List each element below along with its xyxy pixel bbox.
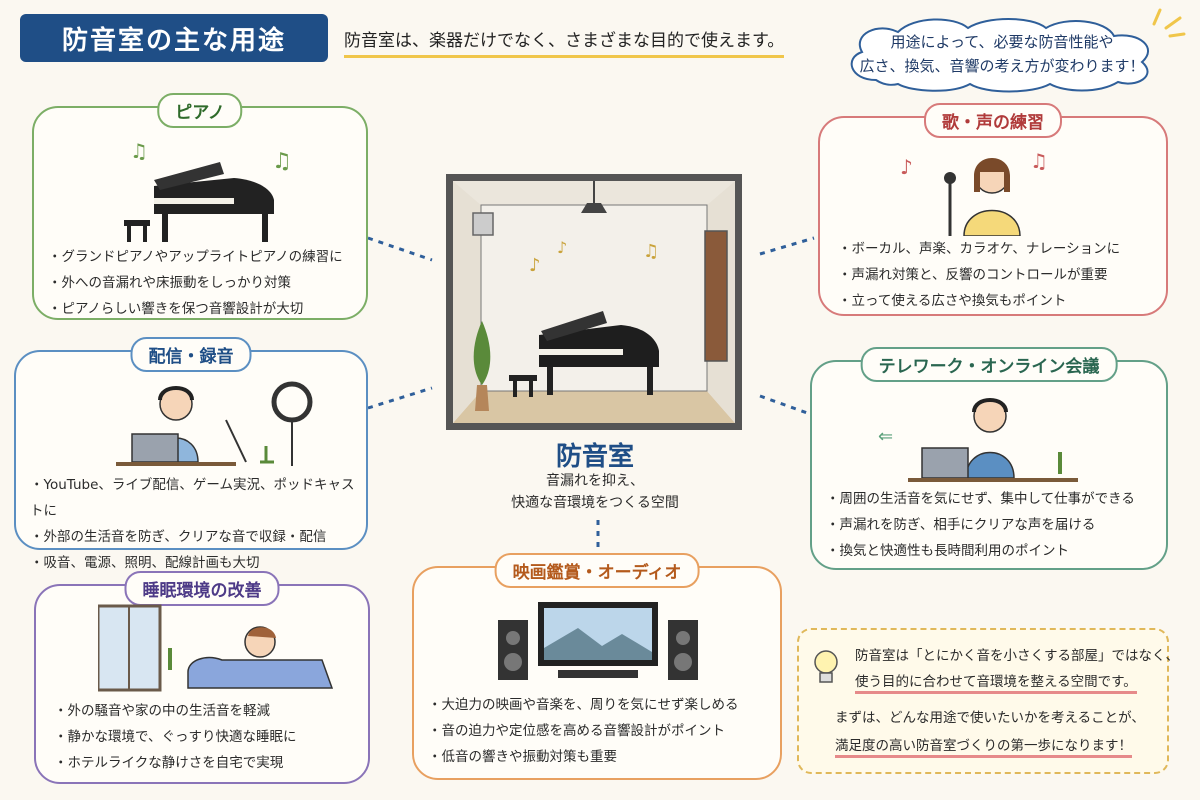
page-subtitle: 防音室は、楽器だけでなく、さまざまな目的で使えます。	[344, 26, 785, 58]
list-item: ホテルライクな静けさを自宅で実現	[54, 750, 296, 776]
list-item: グランドピアノやアップライトピアノの練習に	[48, 244, 343, 270]
list-item: YouTube、ライブ配信、ゲーム実況、ポッドキャストに	[30, 472, 366, 524]
sparkle-icon	[1152, 8, 1186, 38]
music-note-icon: ♪	[529, 255, 541, 276]
note-box: 防音室は「とにかく音を小さくする部屋」ではなく、 使う目的に合わせて音環境を整え…	[797, 628, 1179, 774]
music-note-icon: ♫	[272, 149, 292, 174]
plant-icon	[475, 385, 489, 411]
microphone-icon: ♪ ♫	[900, 149, 1048, 236]
page-title: 防音室の主な用途	[20, 14, 328, 62]
headset-icon	[972, 398, 1008, 413]
list-item: 声漏れを防ぎ、相手にクリアな声を届ける	[826, 512, 1135, 538]
music-note-icon: ♫	[643, 241, 659, 262]
list-item: 外の騒音や家の中の生活音を軽減	[54, 698, 296, 724]
card-voice: 歌・声の練習 ♪ ♫ ボーカル、声楽、カラオケ、ナレーションに 声漏れ対策と、反…	[818, 103, 1168, 316]
piano-icon: ♫ ♫	[124, 139, 292, 242]
piano-icon	[539, 325, 659, 367]
note-highlight-1: 使う目的に合わせて音環境を整える空間です。	[855, 674, 1137, 694]
headset-icon	[158, 386, 194, 401]
card-streaming: 配信・録音 YouTube、ライブ配信、ゲーム実況、ポッドキャストに 外部の生活…	[14, 337, 368, 571]
note-line-2: 使う目的に合わせて音環境を整える空間です。	[855, 670, 1137, 694]
card-streaming-label: 配信・録音	[130, 337, 252, 372]
card-telework-label: テレワーク・オンライン会議	[860, 347, 1118, 382]
music-note-icon: ♪	[557, 238, 567, 257]
center-description: 音漏れを抑え、 快適な音環境をつくる空間	[470, 470, 720, 514]
note-line-1: 防音室は「とにかく音を小さくする部屋」ではなく、	[855, 648, 1179, 664]
card-telework-bullets: 周囲の生活音を気にせず、集中して仕事ができる 声漏れを防ぎ、相手にクリアな声を届…	[826, 486, 1135, 564]
svg-text:⇐: ⇐	[878, 426, 893, 447]
card-movie: 映画鑑賞・オーディオ 大迫力の映画や音楽を、周りを気にせず楽しめる 音の迫力や定…	[412, 553, 782, 780]
cloud-line-2: 広さ、換気、音響の考え方が変わります！	[859, 57, 1145, 75]
note-highlight-2: 満足度の高い防音室づくりの第一歩になります！	[835, 738, 1132, 758]
cloud-shape	[850, 18, 1149, 93]
list-item: 立って使える広さや換気もポイント	[838, 288, 1120, 314]
note-line-4: 満足度の高い防音室づくりの第一歩になります！	[835, 734, 1132, 758]
card-movie-label: 映画鑑賞・オーディオ	[494, 553, 700, 588]
card-piano-label: ピアノ	[157, 93, 243, 128]
card-piano-bullets: グランドピアノやアップライトピアノの練習に 外への音漏れや床振動をしっかり対策 …	[48, 244, 343, 322]
note-line-3: まずは、どんな用途で使いたいかを考えることが、	[835, 710, 1145, 726]
telework-icon: ⇐	[878, 398, 1078, 482]
card-streaming-bullets: YouTube、ライブ配信、ゲーム実況、ポッドキャストに 外部の生活音を防ぎ、ク…	[30, 472, 366, 576]
lamp-icon	[581, 203, 607, 213]
music-note-icon: ♪	[900, 155, 913, 179]
center-desc-line-1: 音漏れを抑え、	[546, 473, 644, 489]
info-cloud: 用途によって、必要な防音性能や 広さ、換気、音響の考え方が変わります！	[836, 14, 1168, 94]
list-item: 周囲の生活音を気にせず、集中して仕事ができる	[826, 486, 1135, 512]
card-telework: テレワーク・オンライン会議 ⇐ 周囲の生活音を気にせず、集中して仕事ができる 声…	[810, 347, 1168, 570]
streaming-icon	[116, 381, 313, 466]
list-item: 低音の響きや振動対策も重要	[428, 744, 739, 770]
card-voice-label: 歌・声の練習	[924, 103, 1062, 138]
list-item: 外部の生活音を防ぎ、クリアな音で収録・配信	[30, 524, 366, 550]
microphone-icon	[225, 419, 247, 463]
plant-icon	[168, 648, 172, 670]
center-desc-line-2: 快適な音環境をつくる空間	[511, 495, 679, 511]
bed-icon	[98, 604, 334, 692]
lightbulb-icon	[814, 650, 838, 683]
list-item: 換気と快適性も長時間利用のポイント	[826, 538, 1135, 564]
list-item: 大迫力の映画や音楽を、周りを気にせず楽しめる	[428, 692, 739, 718]
music-note-icon: ♫	[1030, 149, 1048, 173]
center-title: 防音室	[555, 442, 634, 472]
list-item: 外への音漏れや床振動をしっかり対策	[48, 270, 343, 296]
card-movie-bullets: 大迫力の映画や音楽を、周りを気にせず楽しめる 音の迫力や定位感を高める音響設計が…	[428, 692, 739, 770]
card-sleep-bullets: 外の騒音や家の中の生活音を軽減 静かな環境で、ぐっすり快適な睡眠に ホテルライク…	[54, 698, 297, 776]
room-interior: ♪ ♪ ♫	[453, 181, 735, 423]
music-note-icon: ♫	[130, 139, 148, 163]
soundproof-room-illustration: ♪ ♪ ♫	[446, 174, 742, 430]
list-item: ピアノらしい響きを保つ音響設計が大切	[48, 296, 343, 322]
list-item: 音の迫力や定位感を高める音響設計がポイント	[428, 718, 739, 744]
card-sleep-label: 睡眠環境の改善	[124, 571, 280, 606]
list-item: ボーカル、声楽、カラオケ、ナレーションに	[838, 236, 1121, 262]
tv-icon	[498, 602, 698, 680]
card-sleep: 睡眠環境の改善 外の騒音や家の中の生活音を軽減 静かな環境で、ぐっすり快適な睡眠…	[34, 571, 370, 784]
card-piano: ピアノ ♫ ♫ グランドピアノやアップライトピアノの練習に 外への音漏れや床振動…	[32, 93, 368, 322]
cloud-line-1: 用途によって、必要な防音性能や	[890, 33, 1114, 51]
list-item: 声漏れ対策と、反響のコントロールが重要	[838, 262, 1120, 288]
ring-light-icon	[271, 381, 313, 423]
door-icon	[704, 230, 728, 362]
list-item: 吸音、電源、照明、配線計画も大切	[30, 550, 366, 576]
list-item: 静かな環境で、ぐっすり快適な睡眠に	[54, 724, 297, 750]
card-voice-bullets: ボーカル、声楽、カラオケ、ナレーションに 声漏れ対策と、反響のコントロールが重要…	[838, 236, 1121, 314]
plant-icon	[260, 446, 274, 464]
